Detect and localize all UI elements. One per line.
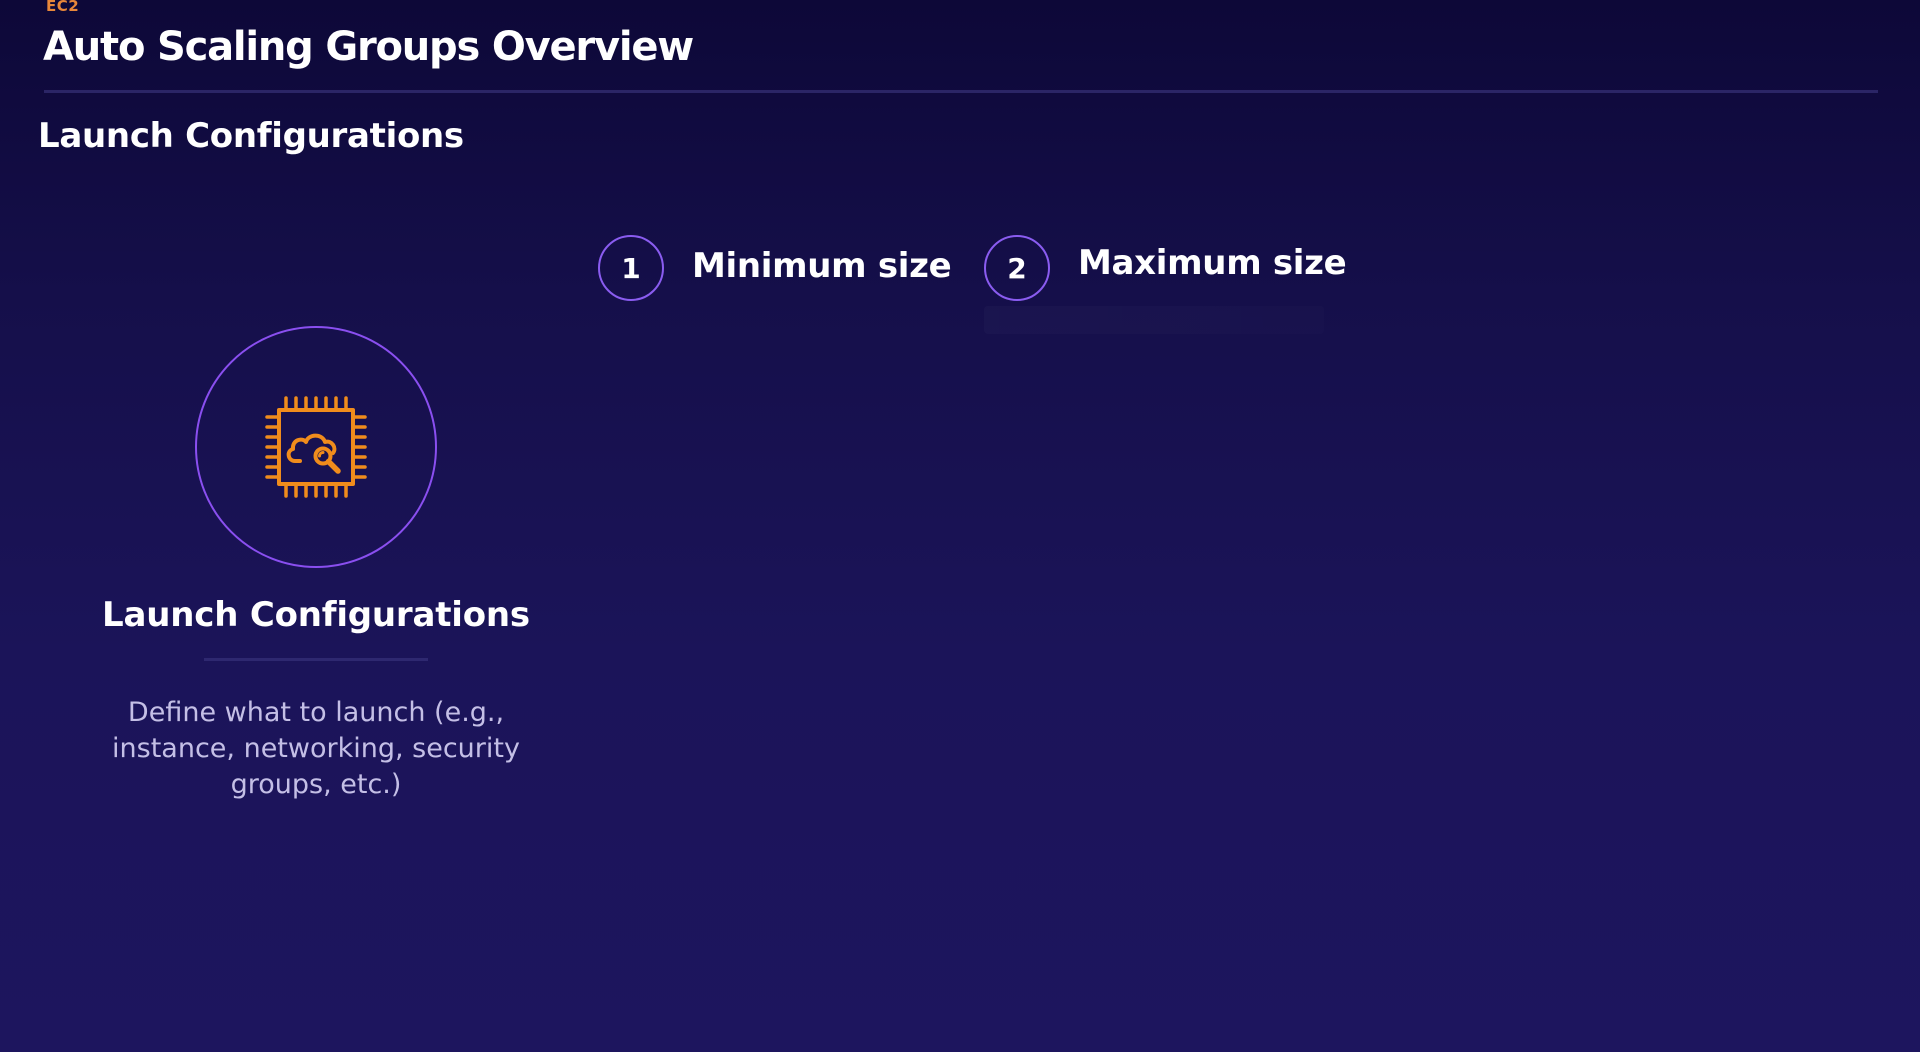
icon-ring — [195, 326, 437, 568]
step-label: Minimum size — [692, 246, 952, 286]
page-title: Auto Scaling Groups Overview — [43, 24, 694, 70]
title-divider — [44, 90, 1878, 93]
step-label: Maximum size — [1078, 243, 1347, 283]
step-minimum-size: 1 Minimum size — [598, 235, 952, 301]
feature-description: Define what to launch (e.g., instance, n… — [112, 697, 520, 800]
step-placeholder-shadow — [984, 306, 1324, 334]
service-eyebrow: EC2 — [46, 0, 80, 15]
section-title: Launch Configurations — [38, 116, 464, 156]
feature-title: Launch Configurations — [102, 595, 530, 635]
step-number-badge: 1 — [598, 235, 664, 301]
ec2-chip-cloud-search-icon — [265, 396, 367, 498]
step-number-badge: 2 — [984, 235, 1050, 301]
launch-configurations-card: Launch Configurations Define what to lau… — [60, 326, 572, 803]
step-maximum-size: 2 Maximum size — [984, 235, 1347, 301]
feature-divider — [204, 658, 428, 661]
